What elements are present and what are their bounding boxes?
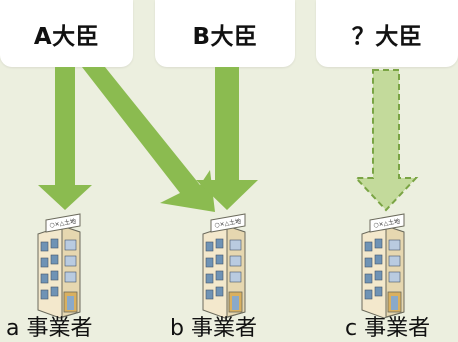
minister-b-label: B大臣 <box>192 23 258 50</box>
minister-a-label: A大臣 <box>33 23 100 50</box>
minister-unknown-box: ？大臣 <box>316 0 458 67</box>
operator-b-label: b 事業者 <box>170 316 257 341</box>
minister-b-box: B大臣 <box>155 0 295 67</box>
minister-unknown-label: ？大臣 <box>351 23 423 50</box>
building-icon-b: ○×△土地 <box>202 213 246 319</box>
arrow-unknown-to-c-operator <box>353 69 419 212</box>
arrow-a-to-b-operator <box>62 67 215 212</box>
operator-a-label: a 事業者 <box>6 316 93 341</box>
arrow-a-to-a-operator <box>38 67 92 210</box>
arrow-b-to-b-operator <box>196 67 258 210</box>
building-icon-c: ○×△土地 <box>361 213 405 319</box>
building-icon-a: ○×△土地 <box>37 213 81 319</box>
operator-c-label: c 事業者 <box>345 316 431 341</box>
minister-a-box: A大臣 <box>0 0 133 67</box>
